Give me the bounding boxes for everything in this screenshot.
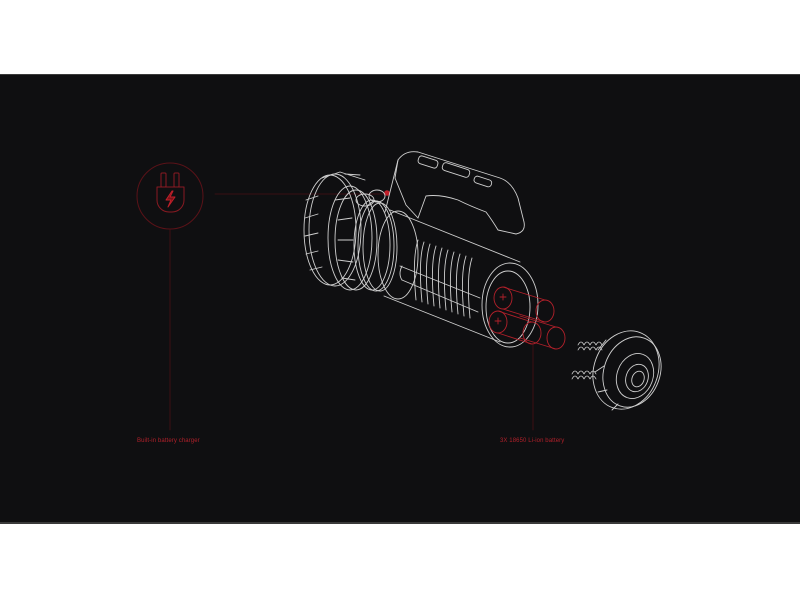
- charger-callout-icon: [136, 162, 204, 230]
- callout-leader-lines: [169, 193, 534, 431]
- battery-cell: [519, 315, 566, 350]
- battery-cell: [488, 310, 542, 345]
- battery-pack: [488, 286, 566, 350]
- tail-cap: [592, 330, 662, 411]
- callout-label-charger: Built-in battery charger: [137, 438, 200, 444]
- charge-port-marker: [384, 190, 390, 196]
- callout-label-battery: 3X 18650 Li-ion battery: [500, 438, 565, 444]
- battery-cell: [493, 286, 555, 323]
- springs: [571, 341, 603, 380]
- plug-icon: [156, 172, 185, 213]
- flashlight-body: [303, 151, 539, 348]
- lightning-icon: [165, 190, 176, 208]
